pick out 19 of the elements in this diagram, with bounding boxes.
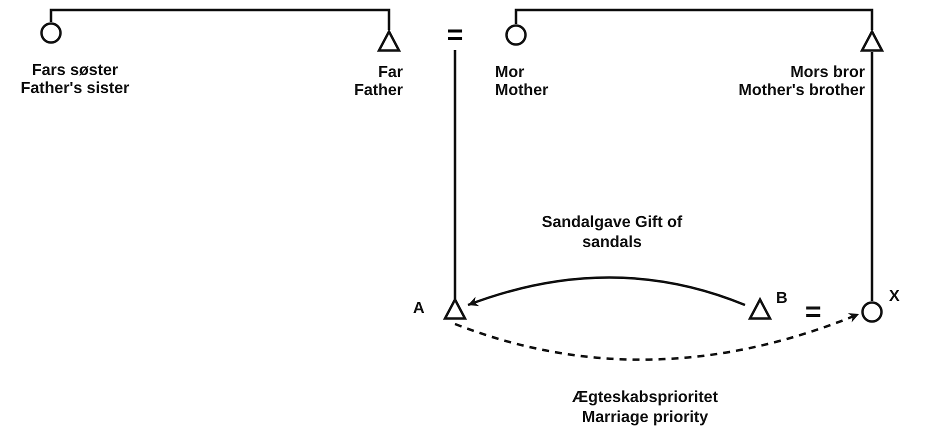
arrow xyxy=(468,276,746,306)
arrow xyxy=(454,312,860,361)
marriage-sign: = xyxy=(442,20,468,50)
kinship-line xyxy=(870,52,874,301)
kin-label: Father's sister xyxy=(20,80,130,99)
kin-label: Fars søster xyxy=(30,62,120,80)
kin-label: Far xyxy=(377,64,403,82)
kin-label: Father xyxy=(353,82,403,101)
kinship-line xyxy=(454,50,456,299)
kin-label: X xyxy=(889,288,901,306)
kinship-line xyxy=(514,8,874,30)
kin-label: Mother xyxy=(495,82,550,101)
kin-label: Mother's brother xyxy=(738,82,865,101)
kin-label: Mor xyxy=(495,64,526,82)
kin-label: Mors bror xyxy=(789,64,865,82)
kin-label: B xyxy=(776,290,789,308)
kin-label: A xyxy=(413,300,426,318)
marriage-sign: = xyxy=(805,298,822,326)
kinship-line xyxy=(50,8,390,30)
